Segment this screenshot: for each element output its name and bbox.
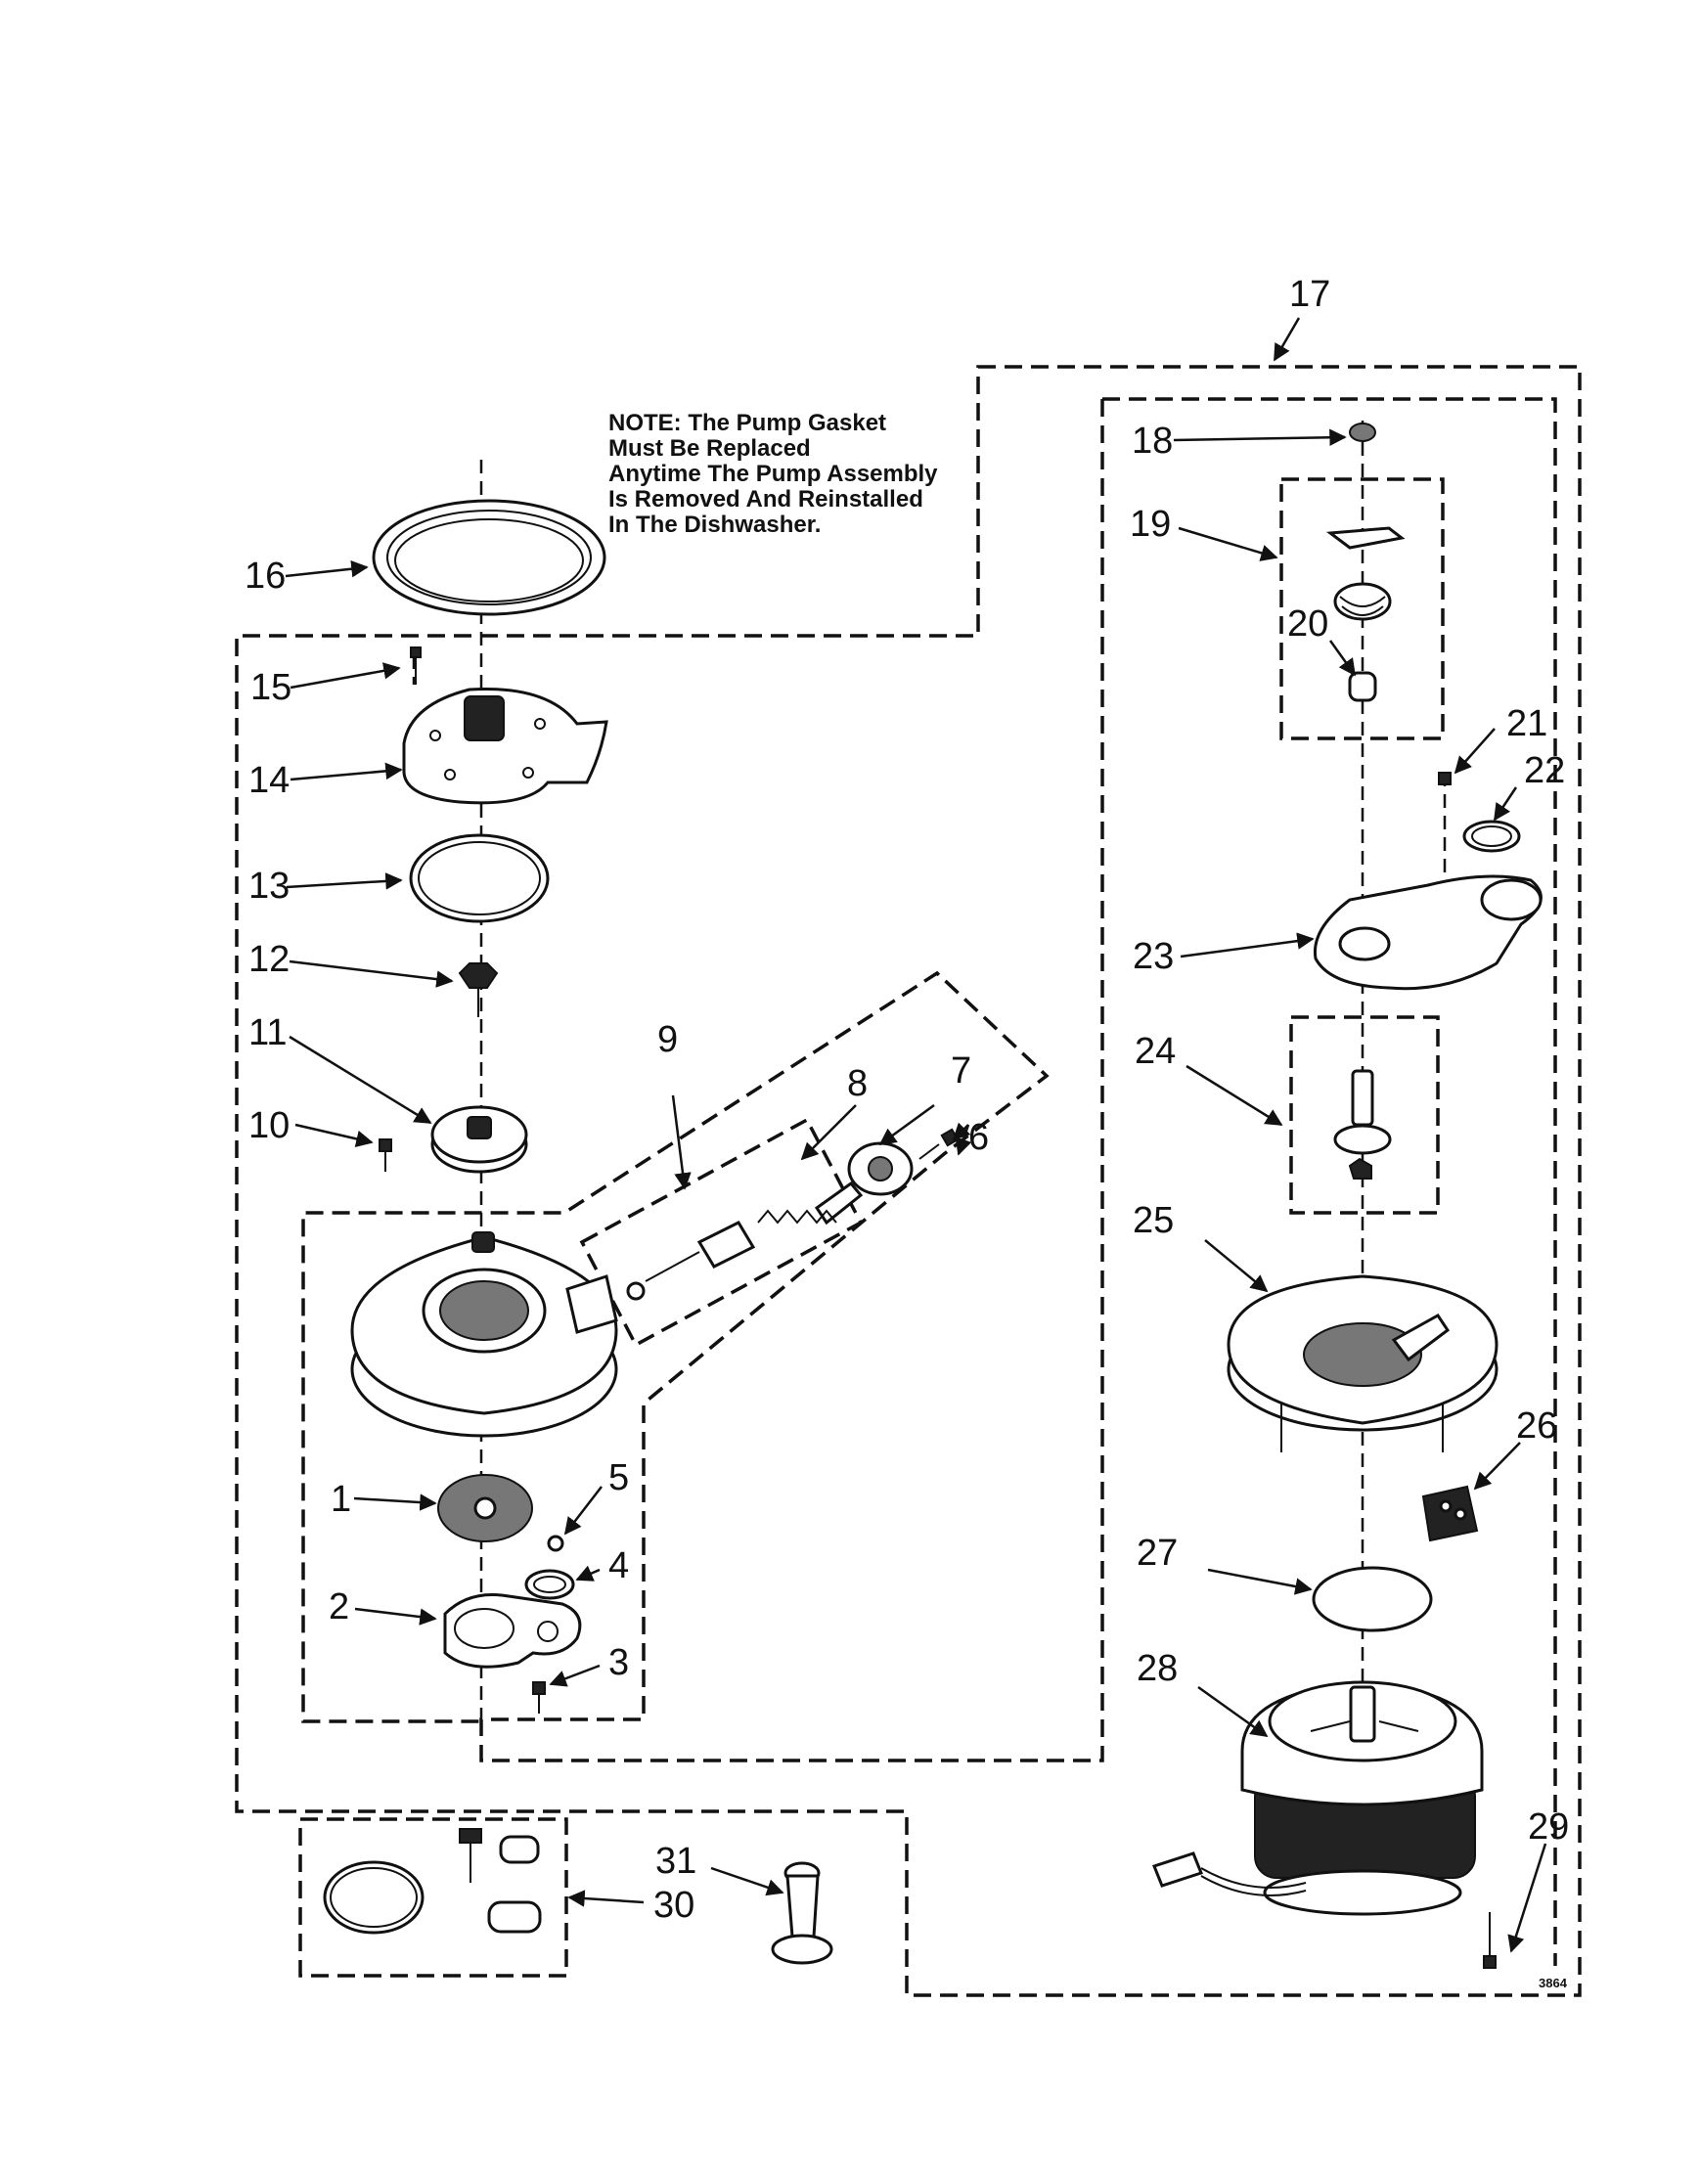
callout-31: 31	[655, 1841, 696, 1882]
callout-20: 20	[1287, 603, 1328, 645]
note-line-1: NOTE: The Pump Gasket	[608, 410, 886, 436]
screw-10	[379, 1138, 392, 1172]
callout-10: 10	[248, 1105, 290, 1146]
note-line-3: Anytime The Pump Assembly	[608, 461, 938, 487]
motor-28	[1152, 1680, 1484, 1916]
callout-11: 11	[248, 1012, 287, 1053]
callout-25: 25	[1133, 1200, 1174, 1241]
o-ring-13	[409, 833, 550, 923]
callout-30: 30	[653, 1885, 694, 1926]
bracket-23	[1313, 874, 1543, 991]
callout-12: 12	[248, 939, 290, 980]
callout-22: 22	[1524, 750, 1565, 791]
callout-24: 24	[1135, 1031, 1176, 1072]
callout-9: 9	[657, 1019, 678, 1060]
clutch-assembly-19	[1325, 526, 1406, 621]
screw-15	[410, 646, 422, 685]
seal-22	[1462, 820, 1521, 853]
pump-cover-14	[402, 687, 608, 805]
bushing-20	[1348, 671, 1377, 702]
pump-subassembly-outline	[301, 399, 1104, 1762]
part-31	[771, 1861, 833, 1965]
callout-4: 4	[608, 1545, 629, 1586]
callout-17: 17	[1289, 274, 1330, 315]
motor-subassembly-outline	[1102, 397, 1557, 1966]
callout-16: 16	[245, 556, 286, 597]
valve-kit-outline	[579, 1117, 864, 1348]
outer-assembly-outline	[235, 365, 1582, 1997]
motor-mount-25	[1227, 1274, 1499, 1452]
nut-12	[458, 962, 499, 1017]
drawing-code: 3864	[1539, 1976, 1568, 1990]
callout-19: 19	[1130, 504, 1171, 545]
note-line-2: Must Be Replaced	[608, 435, 811, 462]
note-line-4: Is Removed And Reinstalled	[608, 486, 923, 513]
block-26	[1421, 1485, 1479, 1542]
screw-3	[532, 1681, 546, 1714]
callout-14: 14	[248, 760, 290, 801]
callout-5: 5	[608, 1457, 629, 1498]
callout-18: 18	[1132, 421, 1173, 462]
part-30-kit-outline	[298, 1817, 568, 1978]
callout-8: 8	[847, 1063, 868, 1104]
spring-8	[757, 1209, 837, 1225]
seal-4	[524, 1569, 575, 1600]
impeller-11	[430, 1105, 528, 1174]
part-24-outline	[1289, 1015, 1440, 1215]
callout-27: 27	[1137, 1533, 1178, 1574]
pump-gasket-16	[372, 499, 606, 616]
callout-2: 2	[329, 1586, 349, 1627]
screw-21	[1438, 772, 1452, 785]
housing-base-2	[443, 1592, 582, 1669]
callout-3: 3	[608, 1642, 629, 1683]
callout-21: 21	[1506, 703, 1547, 744]
disc-27	[1312, 1566, 1433, 1632]
valve-plunger	[626, 1221, 756, 1301]
pump-housing	[350, 1231, 618, 1438]
filter-screen-1	[437, 1474, 533, 1542]
valve-body-7	[814, 1141, 914, 1226]
callout-13: 13	[248, 866, 290, 907]
shaft-assembly-24	[1333, 1069, 1392, 1180]
pump-gasket-note: NOTE: The Pump Gasket Must Be Replaced A…	[608, 410, 938, 538]
callout-28: 28	[1137, 1648, 1178, 1689]
kit-30-parts	[323, 1828, 542, 1935]
screw-29	[1483, 1912, 1497, 1969]
callout-7: 7	[951, 1050, 971, 1092]
callout-15: 15	[250, 667, 291, 708]
note-line-5: In The Dishwasher.	[608, 512, 821, 538]
callout-6: 6	[968, 1117, 989, 1158]
callout-1: 1	[331, 1479, 351, 1520]
callout-26: 26	[1516, 1405, 1557, 1447]
cap-18	[1349, 423, 1376, 442]
callout-29: 29	[1528, 1806, 1569, 1848]
part-19-outline	[1279, 477, 1445, 740]
screw-6	[918, 1128, 960, 1160]
ball-5	[547, 1535, 564, 1552]
callout-numbers: 1 2 3 4 5 6 7 8 9 10 11 12 13 14 15 16 1…	[245, 274, 1569, 1926]
callout-23: 23	[1133, 936, 1174, 977]
leader-lines	[285, 317, 1547, 1953]
